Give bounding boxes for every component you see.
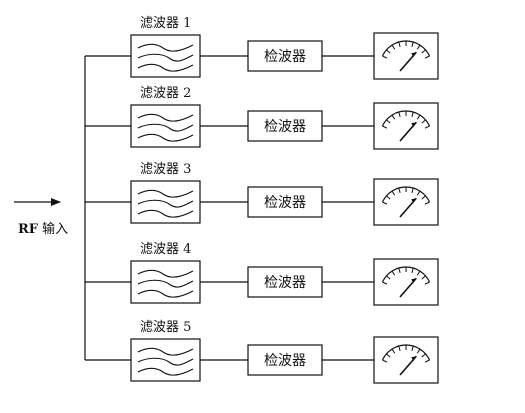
filter-label: 滤波器 5: [140, 320, 191, 335]
channel-2: 滤波器 2 检波器: [85, 86, 439, 150]
meter-icon: [373, 258, 439, 306]
detector-label: 检波器: [264, 195, 306, 211]
filter-label: 滤波器 4: [140, 242, 191, 257]
detector-label: 检波器: [264, 353, 306, 369]
meter-icon: [373, 32, 439, 80]
detector-label: 检波器: [264, 275, 306, 291]
filter-wave-icon: [137, 347, 194, 376]
rf-input-label: RF 输入: [18, 221, 68, 237]
filter-wave-icon: [137, 113, 194, 142]
meter-icon: [373, 102, 439, 150]
meter-icon: [373, 336, 439, 384]
filter-wave-icon: [137, 189, 194, 218]
detector-box: [247, 40, 323, 72]
filter-label: 滤波器 3: [140, 162, 191, 177]
detector-label: 检波器: [264, 119, 306, 135]
meter-icon: [373, 178, 439, 226]
detector-label: 检波器: [264, 49, 306, 65]
filter-label: 滤波器 2: [140, 86, 191, 101]
detector-box: [247, 110, 323, 142]
channel-4: 滤波器 4 检波器: [85, 242, 439, 306]
filter-wave-icon: [137, 269, 194, 298]
channel-3: 滤波器 3 检波器: [85, 162, 439, 226]
channel-1: 滤波器 1 检波器: [85, 16, 439, 80]
channel-5: 滤波器 5 检波器: [85, 320, 439, 384]
filter-wave-icon: [137, 43, 194, 72]
filter-label: 滤波器 1: [140, 16, 191, 31]
